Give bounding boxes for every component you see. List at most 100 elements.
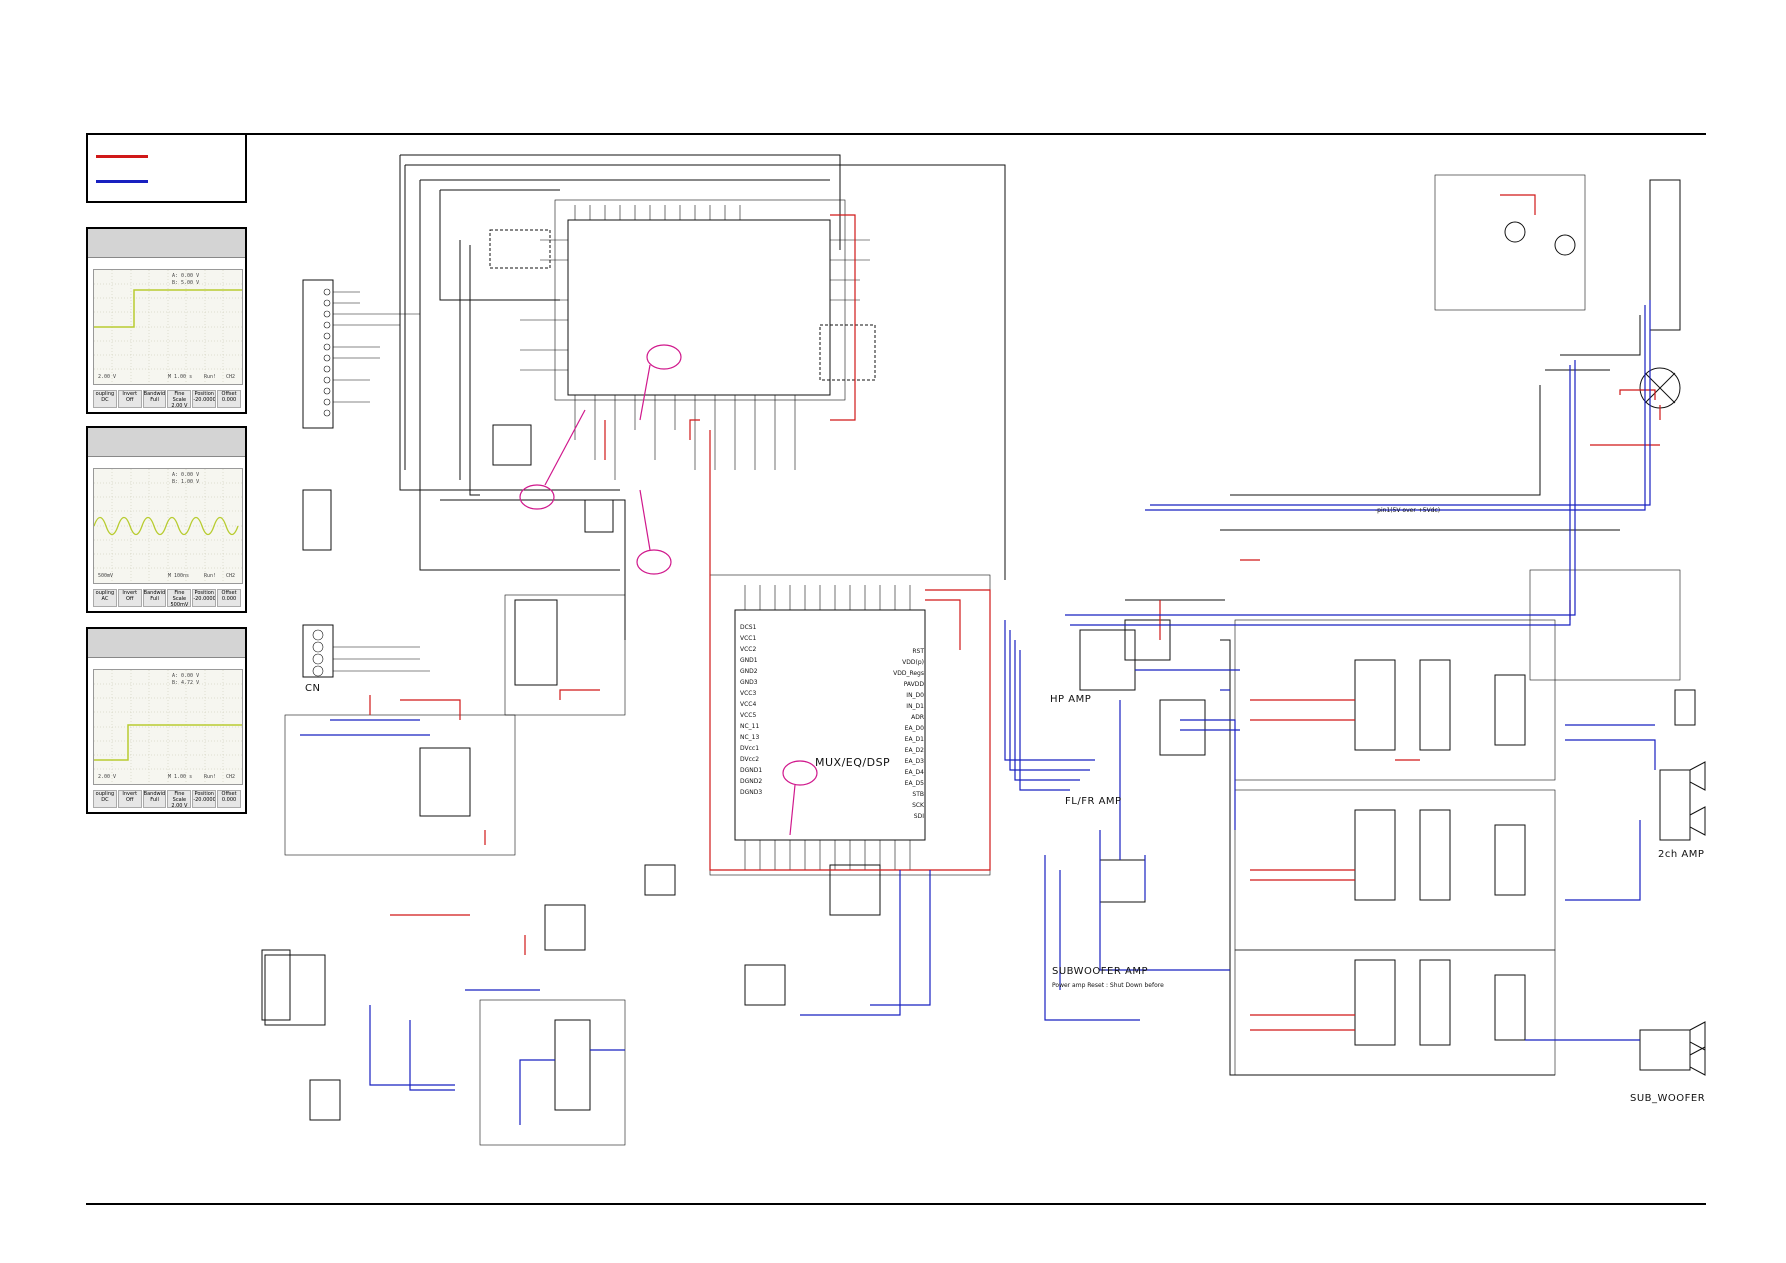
dsp-pin: EA_D1 <box>904 736 924 743</box>
hp-amp-label: HP AMP <box>1050 694 1092 705</box>
scope-channel: 2.00 V <box>98 774 117 780</box>
scope-channel: 500mV <box>98 573 114 579</box>
scope-readout-b: B: 1.00 V <box>172 479 200 485</box>
dsp-pin: SCK <box>912 802 924 809</box>
scope-readout-b: B: 5.00 V <box>172 280 200 286</box>
main-mcu-chip <box>567 219 831 396</box>
scope-header <box>88 428 245 457</box>
dsp-pin: DGND1 <box>740 767 763 774</box>
scope-footer-offset: Offset 0.000 <box>217 390 241 408</box>
dsp-pin: EA_D0 <box>904 725 924 732</box>
signal-traces <box>300 300 1656 1125</box>
scope-footer-bandwidth: Bandwidth Full <box>142 790 167 808</box>
dsp-pin: GND2 <box>740 668 758 675</box>
dsp-pin: STB <box>912 791 924 798</box>
scope-footer-coupling: oupling DC <box>93 390 117 408</box>
dsp-pin: IN_D1 <box>906 703 924 710</box>
scope-timebase: M 100ns <box>168 573 190 579</box>
scope-footer-bandwidth: Bandwidth Full <box>142 390 167 408</box>
dsp-pin: PAVDD <box>903 681 924 688</box>
scope-screen: A: 0.00 V B: 1.00 V 500mV M 100ns Run! C… <box>93 468 243 584</box>
dsp-pin: VCC4 <box>740 701 757 708</box>
scope-panel-3: A: 0.00 V B: 4.72 V 2.00 V M 1.00 s Run!… <box>86 627 247 814</box>
dsp-pin: GND1 <box>740 657 758 664</box>
scope-footer: oupling AC Invert Off Bandwidth Full Fin… <box>93 589 241 607</box>
scope-footer: oupling DC Invert Off Bandwidth Full Fin… <box>93 390 241 408</box>
dsp-label: MUX/EQ/DSP <box>815 756 891 769</box>
two-channel-amp-label: 2ch AMP <box>1658 849 1705 860</box>
scope-footer-offset: Offset 0.000 <box>217 589 241 607</box>
dsp-pin: NC_13 <box>740 734 760 741</box>
scope-readout-b: B: 4.72 V <box>172 680 200 686</box>
scope-state: Run! <box>204 774 217 780</box>
scope-footer-invert: Invert Off <box>117 390 142 408</box>
scope-footer-position: Position -20.0000 <box>192 790 217 808</box>
scope-footer-coupling: oupling AC <box>93 589 117 607</box>
probe-point-2 <box>519 484 555 510</box>
dsp-pin: VDD_Regs <box>893 670 924 677</box>
dsp-pin: EA_D3 <box>904 758 924 765</box>
scope-readout-a: A: 0.00 V <box>172 273 200 279</box>
dsp-pin: SDI <box>913 813 924 820</box>
scope-footer-coupling: oupling DC <box>93 790 117 808</box>
scope-footer-scale: Fine Scale 2.00 V <box>167 790 192 808</box>
scope-footer-position: Position -20.0000 <box>192 589 217 607</box>
scope-trace-1 <box>94 270 242 384</box>
scope-status: CH2 <box>226 774 236 780</box>
flfr-amp-label: FL/FR AMP <box>1065 796 1122 807</box>
scope-state: Run! <box>204 374 217 380</box>
scope-header <box>88 629 245 658</box>
scope-footer-invert: Invert Off <box>117 589 142 607</box>
top-rule <box>86 133 1706 135</box>
legend-red-line <box>96 155 148 158</box>
scope-footer-scale: Fine Scale 500mV <box>167 589 192 607</box>
scope-trace-2 <box>93 469 242 583</box>
probe-point-3 <box>636 549 672 575</box>
dsp-pin: DCS1 <box>740 624 757 631</box>
dsp-pin: RST <box>912 648 924 655</box>
dsp-pins-left: DCS1 VCC1 VCC2 GND1 GND2 GND3 VCC3 VCC4 … <box>740 624 800 800</box>
scope-timebase: M 1.00 s <box>168 374 193 380</box>
scope-header <box>88 229 245 258</box>
scope-screen: A: 0.00 V B: 5.00 V 2.00 V M 1.00 s Run!… <box>93 269 243 385</box>
bottom-rule <box>86 1203 1706 1205</box>
dsp-pin: ADR <box>911 714 924 721</box>
subwoofer-amp-note: Power amp Reset : Shut Down before <box>1052 982 1164 989</box>
scope-footer-invert: Invert Off <box>117 790 142 808</box>
scope-timebase: M 1.00 s <box>168 774 193 780</box>
scope-footer: oupling DC Invert Off Bandwidth Full Fin… <box>93 790 241 808</box>
subwoofer-amp-label: SUBWOOFER AMP <box>1052 966 1148 977</box>
probe-markers <box>519 344 818 836</box>
scope-status: CH2 <box>226 374 236 380</box>
scope-readout-a: A: 0.00 V <box>172 673 200 679</box>
dsp-pin: VCC3 <box>740 690 757 697</box>
scope-state: Run! <box>204 573 217 579</box>
dsp-pin: IN_D0 <box>906 692 924 699</box>
dsp-pin: VCC2 <box>740 646 757 653</box>
dsp-chip <box>734 609 926 841</box>
wire-color-legend <box>86 133 247 203</box>
power-note: -pin1(5V over +5Vdc) <box>1375 507 1441 514</box>
dsp-pin: EA_D4 <box>904 769 924 776</box>
scope-trace-3 <box>94 670 242 784</box>
dsp-pin: VDD(p) <box>902 659 924 666</box>
dsp-pin: EA_D2 <box>904 747 924 754</box>
sub-woofer-label: SUB_WOOFER <box>1630 1093 1706 1104</box>
power-traces <box>369 194 1661 1031</box>
scope-footer-position: Position -20.0000 <box>192 390 217 408</box>
dsp-pin: EA_D5 <box>904 780 924 787</box>
dsp-pin: VCC1 <box>740 635 757 642</box>
dsp-pin: VCC5 <box>740 712 757 719</box>
dsp-pin: GND3 <box>740 679 758 686</box>
scope-status: CH2 <box>226 573 236 579</box>
probe-point-1 <box>646 344 682 370</box>
scope-footer-offset: Offset 0.000 <box>217 790 241 808</box>
scope-readout-a: A: 0.00 V <box>172 472 200 478</box>
connector-cn-label: CN <box>305 683 321 694</box>
scope-panel-2: A: 0.00 V B: 1.00 V 500mV M 100ns Run! C… <box>86 426 247 613</box>
probe-point-4 <box>782 760 818 786</box>
legend-blue-line <box>96 180 148 183</box>
scope-channel: 2.00 V <box>98 374 117 380</box>
dsp-pin: DVcc1 <box>740 745 760 752</box>
